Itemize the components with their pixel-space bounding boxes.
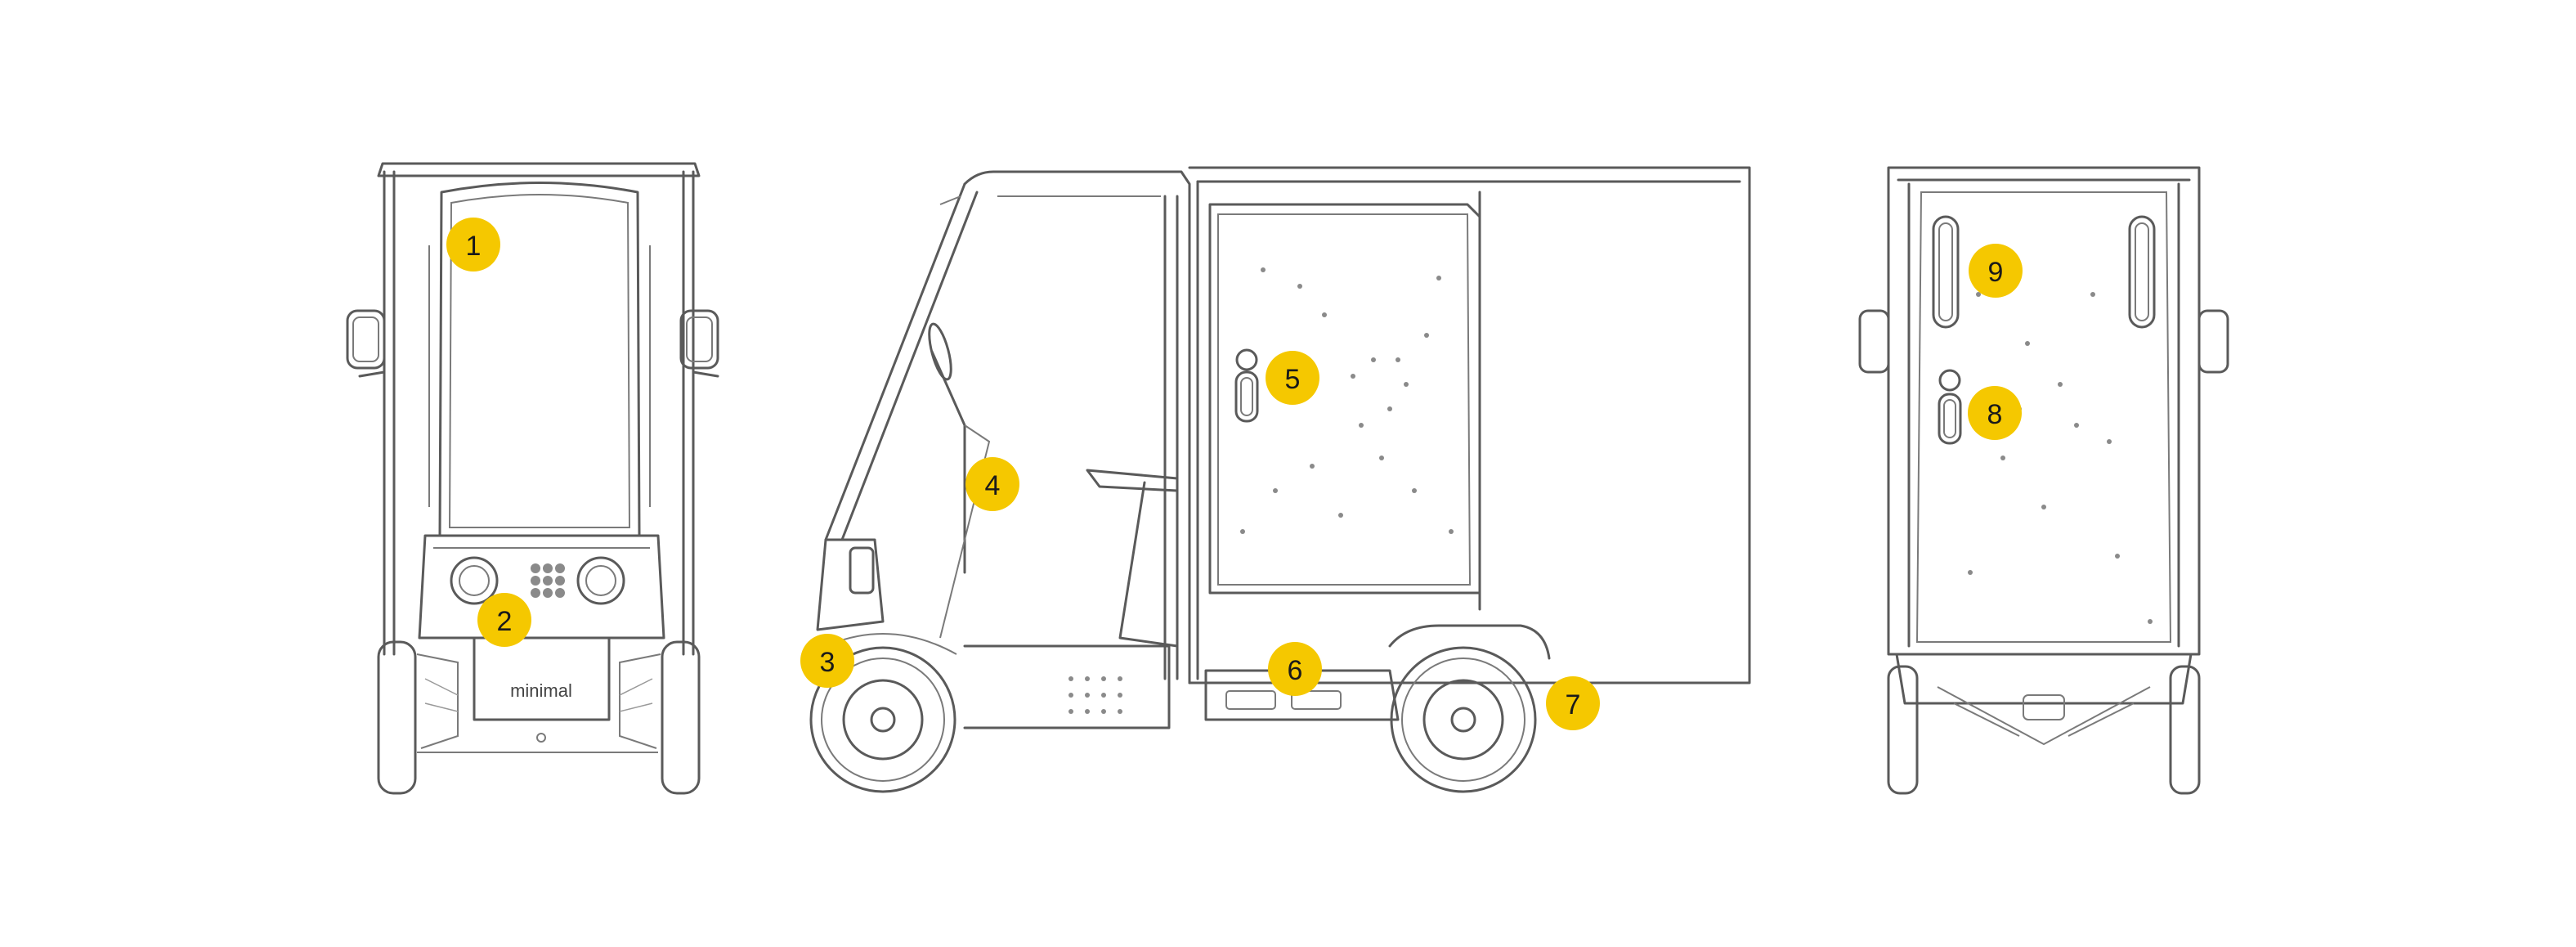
marker-label: 5 (1285, 364, 1301, 395)
marker-label: 4 (985, 470, 1001, 501)
rear-view (1858, 166, 2229, 795)
marker-circle (800, 634, 854, 688)
marker-circle (965, 457, 1019, 511)
marker-label: 8 (1987, 399, 2003, 430)
marker-label: 1 (466, 231, 482, 262)
callout-marker-2[interactable]: 2 (477, 593, 531, 647)
side-view (809, 166, 1751, 793)
callout-marker-5[interactable]: 5 (1266, 351, 1319, 405)
marker-circle (1268, 642, 1322, 696)
left-mirror (346, 309, 386, 378)
marker-circle (446, 218, 500, 272)
marker-label: 7 (1566, 689, 1581, 720)
floor-grid (1068, 676, 1122, 714)
marker-label: 2 (497, 606, 513, 637)
callout-marker-9[interactable]: 9 (1969, 244, 2023, 298)
marker-label: 6 (1288, 655, 1303, 686)
front-view: minimal (346, 162, 719, 795)
marker-label: 9 (1988, 257, 2004, 288)
callout-marker-7[interactable]: 7 (1546, 676, 1600, 730)
front-badge: minimal (510, 680, 572, 701)
callout-marker-1[interactable]: 1 (446, 218, 500, 272)
callout-marker-8[interactable]: 8 (1968, 386, 2022, 440)
marker-circle (1266, 351, 1319, 405)
callout-marker-3[interactable]: 3 (800, 634, 854, 688)
marker-circle (1546, 676, 1600, 730)
panel-dots (1240, 267, 1454, 534)
right-mirror (679, 309, 719, 378)
marker-circle (477, 593, 531, 647)
callout-marker-4[interactable]: 4 (965, 457, 1019, 511)
front-wheel (809, 633, 957, 793)
marker-circle (1968, 386, 2022, 440)
marker-circle (1969, 244, 2023, 298)
front-grille (531, 563, 565, 598)
rear-panel-dots (1968, 292, 2153, 624)
marker-label: 3 (820, 647, 836, 678)
rear-wheel (1390, 646, 1537, 793)
callout-marker-6[interactable]: 6 (1268, 642, 1322, 696)
